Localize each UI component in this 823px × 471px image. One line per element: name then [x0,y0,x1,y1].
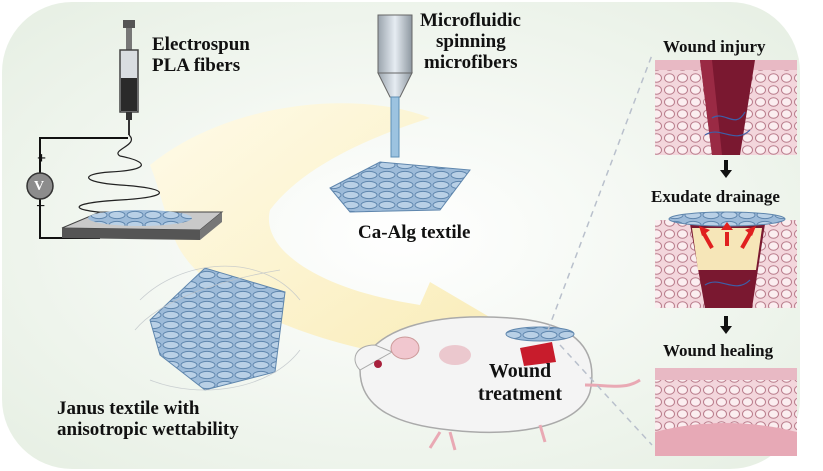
ca-alg-textile [329,161,471,213]
stage-title-wound-healing: Wound healing [663,341,774,360]
process-arrow [150,103,520,392]
down-arrow-1 [720,160,732,178]
minus-sign: − [36,198,46,215]
stage-title-wound-injury: Wound injury [663,37,766,56]
collected-fiber-mat [88,210,192,226]
voltage-symbol: V [34,179,45,194]
janus-textile [134,265,301,391]
down-arrow-2 [720,316,732,334]
voltage-source-icon [26,172,54,200]
ca-alg-label: Ca-Alg textile [358,222,471,243]
fiber-jet-spiral [78,134,160,214]
callout-lines [547,54,653,446]
rat-illustration [354,316,641,451]
stage-title-exudate-drainage: Exudate drainage [651,187,780,206]
syringe-icon [119,20,139,135]
microfluidic-label: Microfluidic spinning microfibers [420,10,521,73]
exudate-drainage-panel [655,211,797,308]
wound-healing-panel [655,368,797,456]
microfluidic-nozzle [377,14,413,158]
janus-label: Janus textile with anisotropic wettabili… [57,398,239,440]
electrospun-label: Electrospun PLA fibers [152,34,250,76]
wound-treatment-label: Wound treatment [478,360,563,405]
plus-sign: + [37,150,47,167]
wound-injury-panel [655,60,797,155]
